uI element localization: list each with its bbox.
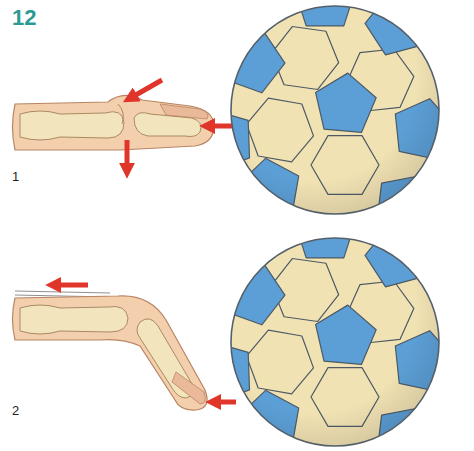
handball	[183, 200, 459, 451]
finger-straight	[13, 95, 215, 150]
panel-number: 2	[12, 404, 19, 418]
impact-arrow	[212, 124, 234, 129]
force-arrow	[134, 80, 162, 96]
force-arrow	[125, 140, 130, 166]
pull-arrow	[58, 283, 88, 288]
handball	[183, 0, 459, 241]
figure-number: 12	[12, 6, 36, 30]
impact-arrow	[218, 400, 236, 405]
finger-bent	[13, 293, 208, 410]
panel-number: 1	[12, 170, 19, 184]
